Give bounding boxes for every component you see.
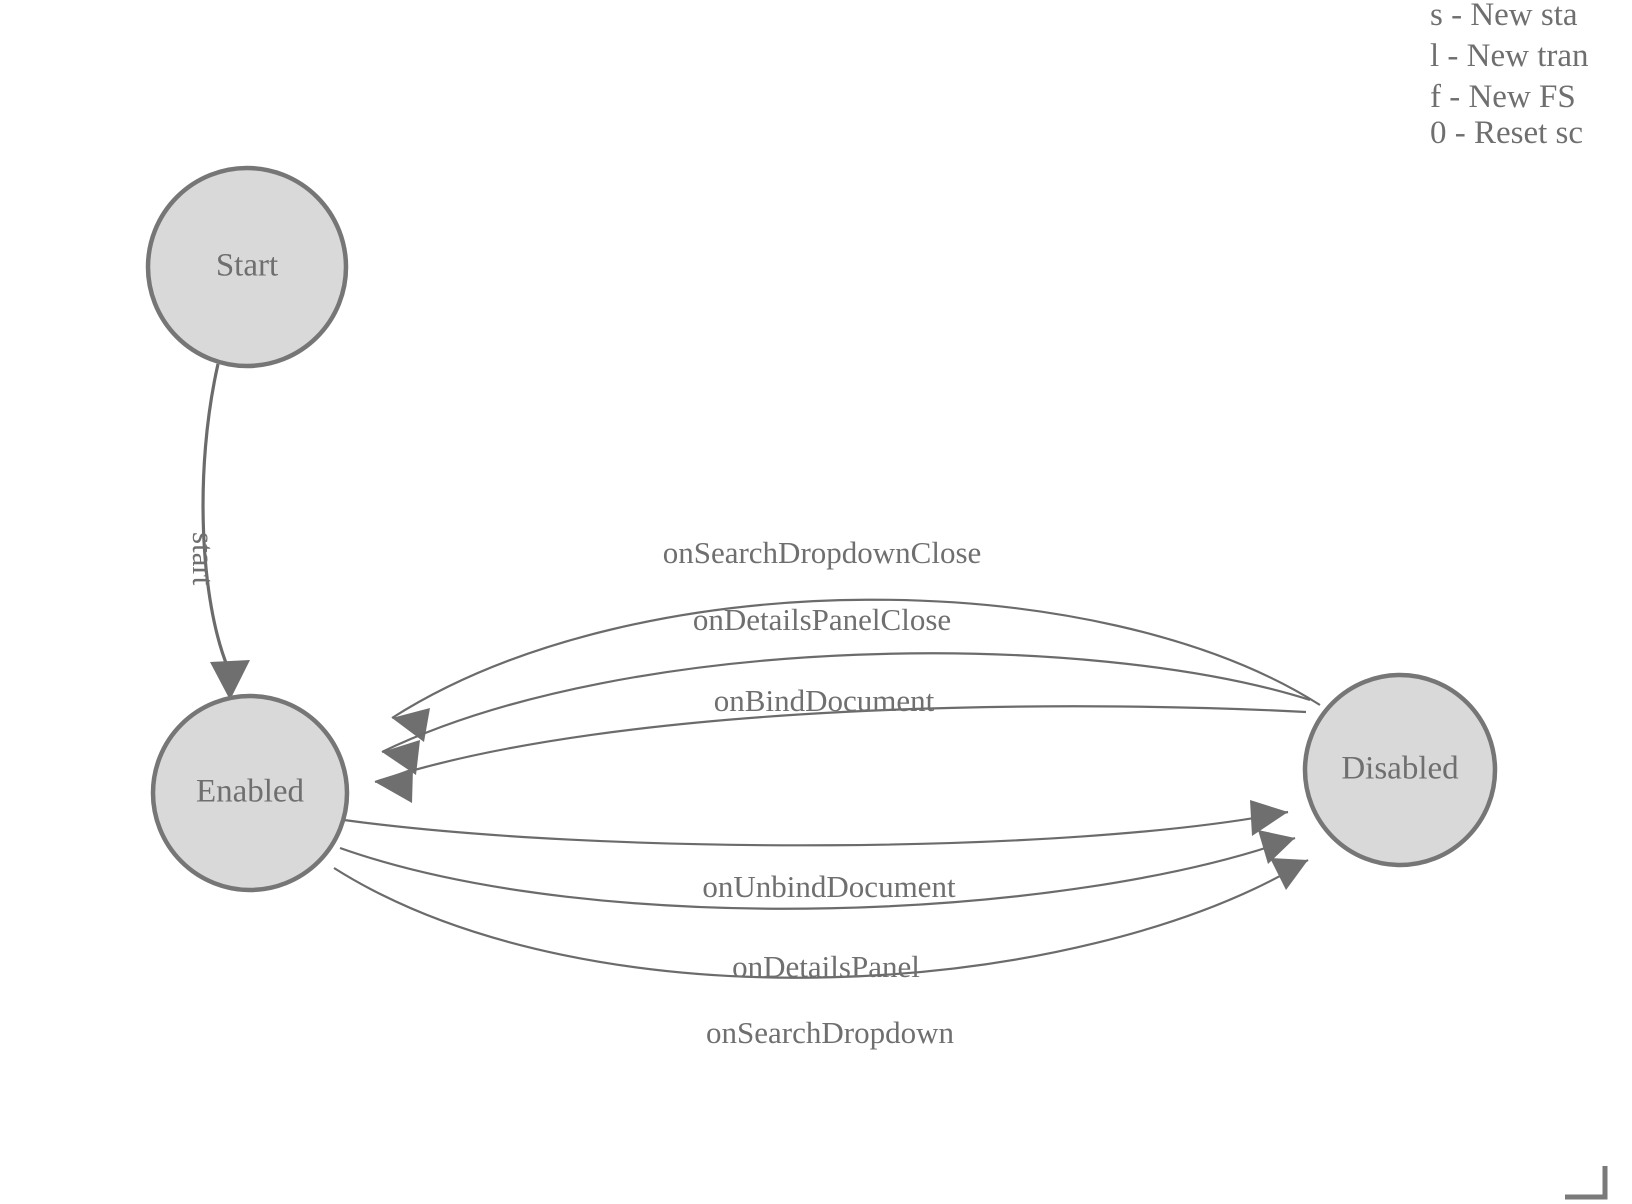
node-start-label: Start	[216, 248, 278, 284]
edge-on-bind-document[interactable]	[374, 705, 1307, 803]
node-disabled[interactable]: Disabled	[1302, 672, 1498, 868]
legend-line-new-state: s - New sta	[1430, 0, 1578, 33]
edge-on-search-dropdown[interactable]	[333, 858, 1309, 979]
edge-label-on-details-panel-close: onDetailsPanelClose	[693, 602, 951, 637]
node-start-circle[interactable]	[145, 165, 349, 369]
node-enabled-circle[interactable]	[150, 693, 350, 893]
edge-label-on-unbind-document: onUnbindDocument	[702, 869, 956, 904]
edge-label-on-search-dropdown: onSearchDropdown	[706, 1015, 954, 1050]
legend-line-new-fsm: f - New FS	[1430, 79, 1576, 115]
edge-label-on-bind-document: onBindDocument	[714, 683, 935, 718]
edge-on-unbind-document[interactable]	[343, 800, 1289, 847]
edge-on-details-panel[interactable]	[339, 830, 1296, 910]
edge-label-on-details-panel: onDetailsPanel	[732, 949, 920, 984]
node-disabled-label: Disabled	[1341, 751, 1459, 787]
node-enabled-label: Enabled	[196, 774, 305, 810]
node-disabled-circle[interactable]	[1302, 672, 1498, 868]
legend: s - New sta l - New tran f - New FS 0 - …	[1430, 0, 1589, 151]
legend-line-reset: 0 - Reset sc	[1430, 115, 1583, 151]
edge-start[interactable]	[201, 363, 250, 700]
edge-on-search-dropdown-close[interactable]	[391, 598, 1321, 742]
legend-line-new-transition: l - New tran	[1430, 38, 1589, 74]
edge-label-on-search-dropdown-close: onSearchDropdownClose	[663, 535, 982, 570]
edge-label-start: start	[186, 532, 221, 586]
node-start[interactable]: Start	[145, 165, 349, 369]
node-enabled[interactable]: Enabled	[150, 693, 350, 893]
edge-on-details-panel-close[interactable]	[381, 652, 1311, 775]
resize-corner-bracket[interactable]	[1565, 1166, 1608, 1200]
